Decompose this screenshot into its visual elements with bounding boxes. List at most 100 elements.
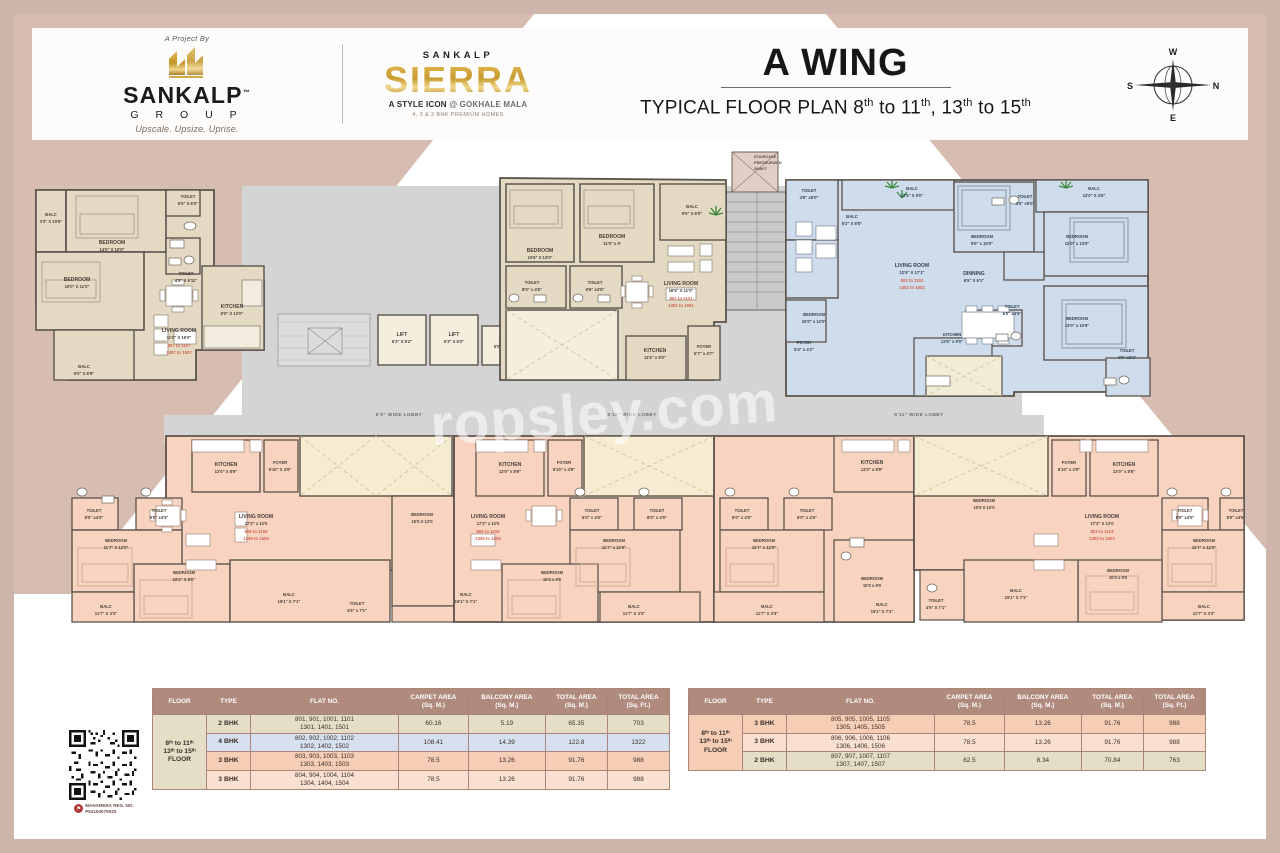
td-left-totalsqm-0: 65.35 [544, 714, 608, 734]
sankalp-tagline: Upscale. Upsize. Uprise. [135, 124, 239, 134]
u6-room-8-dim: 19'1" X 7'1" [278, 599, 301, 604]
u3l-room-4-name: TOILET [1229, 508, 1244, 513]
u1-room-2-dim: 10'0" X 11'0" [65, 284, 90, 289]
u5-room-5-dim: 11'7" x 12'0" [602, 545, 626, 550]
header-bar: A Project By SANKALP™ G R O U P Upscale [32, 28, 1248, 140]
u3l-room-10-dim: 4'6" X 7'1" [926, 605, 946, 610]
u1-room-7-name: BALC [78, 364, 90, 369]
u3-room-2-name: BEDROOM [803, 312, 825, 317]
td-right-totalsqft-0: 988 [1142, 714, 1207, 734]
u2-room-5-dim: 16'5" X 11'0" [669, 288, 694, 293]
th-right-floor: FLOOR [688, 688, 743, 715]
u3-room-0-name: TOILET [802, 188, 817, 193]
u3-room-5-name: TOILET [1018, 194, 1033, 199]
td-left-carpet-1: 108.41 [398, 732, 469, 753]
plant-icon-1 [708, 206, 724, 216]
u5-room-1-name: FOYER [557, 460, 571, 465]
u3-flat-range-1: 802 to 1102 [901, 278, 925, 283]
u3l-room-6-dim: 10'0 x 9'0 [1109, 575, 1128, 580]
td-left-carpet-2: 78.5 [398, 751, 469, 772]
td-right-totalsqm-1: 91.76 [1080, 732, 1144, 753]
rera-block: ⚑ MAHARERA REG. NO.P52100079020 [58, 730, 150, 814]
u5-room-2-dim: 17'2" x 12'0 [477, 521, 500, 526]
u3l-room-1-name: FOYER [1062, 460, 1076, 465]
u4-room-6-name: BALC [876, 602, 888, 607]
u3-room-7-name: BEDROOM [1066, 234, 1088, 239]
u2-room-3-dim: 8'0" x 4'5" [522, 287, 542, 292]
lift-1-name: LIFT [397, 332, 409, 338]
u3-room-8-dim: 13'0" x 10'6" [1065, 323, 1090, 328]
rera-text: MAHARERA REG. NO.P52100079020 [85, 803, 134, 814]
sankalp-wordmark: SANKALP™ [123, 82, 251, 108]
th-right-total-sqm: TOTAL AREA(Sq. M.) [1080, 688, 1144, 715]
u5-room-0-name: KITCHEN [499, 462, 522, 468]
u3l-room-5-name: BEDROOM [1193, 538, 1215, 543]
th-right-type: TYPE [742, 688, 787, 715]
td-left-balcony-2: 13.26 [467, 751, 546, 772]
u1-room-5-dim: 11'0" X 16'0" [167, 335, 192, 340]
u6-room-5-name: BEDROOM [105, 538, 127, 543]
u6-room-4-name: TOILET [152, 508, 167, 513]
lift-2-name: LIFT [449, 332, 461, 338]
th-right-balcony: BALCONY AREA(Sq. M.) [1003, 688, 1082, 715]
u3-room-14-dim: 5'4" x 4'2" [794, 347, 814, 352]
u5-room-8-dim: 19'1" X 7'1" [455, 599, 478, 604]
th-left-balcony: BALCONY AREA(Sq. M.) [467, 688, 546, 715]
u3-room-4-name: BEDROOM [971, 234, 993, 239]
floor-plan-drawing: STAIRCASE PRESSURIZED SHAFT LIFT 6'3" X … [14, 140, 1266, 685]
u3-room-8-name: BEDROOM [1066, 316, 1088, 321]
u3-room-6-dim: 12'0" X 4'5" [1083, 193, 1106, 198]
area-table-right: FLOOR TYPE FLAT NO. CARPET AREA(Sq. M.) … [688, 688, 1207, 772]
td-left-balcony-1: 14.39 [467, 732, 546, 753]
title-underline [720, 87, 951, 89]
u3l-room-5-dim: 11'7" x 12'0" [1192, 545, 1216, 550]
u4-room-4-dim: 10'0 x 9'0 [863, 583, 882, 588]
td-right-carpet-0: 78.5 [934, 714, 1005, 734]
sierra-subtitle: A STYLE ICON @ GOKHALE MALA [388, 100, 528, 109]
plant-icon-3 [1058, 180, 1074, 189]
u6-room-8-name: BALC [283, 592, 295, 597]
td-left-totalsqm-2: 91.76 [544, 751, 608, 772]
u3-room-14-name: FOYER [797, 340, 811, 345]
u5-room-4-name: TOILET [650, 508, 665, 513]
u2-flat-range-2: 1301 to 1501 [668, 303, 694, 308]
u3l-room-7-dim: 10'0 X 12'0 [973, 505, 995, 510]
th-right-flatno: FLAT NO. [786, 688, 935, 715]
u3-room-3-name: BALC [906, 186, 918, 191]
shaft-label-3: SHAFT [754, 166, 768, 171]
u3-room-7-dim: 12'0" x 13'0" [1065, 241, 1090, 246]
u4-room-4-name: BEDROOM [861, 576, 883, 581]
u4-room-6-dim: 15'1" X 7'1" [871, 609, 894, 614]
u3-room-11-dim: 6'0" x4'5" [1003, 311, 1022, 316]
u3-room-3-dim: 12'5" X 5'0" [901, 193, 924, 198]
u6-room-7-name: BALC [100, 604, 112, 609]
td-right-totalsqm-2: 70.84 [1080, 751, 1144, 772]
td-left-totalsqft-3: 988 [606, 770, 671, 790]
table-right-header-row: FLOOR TYPE FLAT NO. CARPET AREA(Sq. M.) … [688, 688, 1207, 715]
td-right-totalsqm-0: 91.76 [1080, 714, 1144, 734]
th-left-type: TYPE [206, 688, 251, 715]
u5-room-0-dim: 12'0" x 8'6" [499, 469, 521, 474]
u3l-room-2-dim: 17'2" X 12'0 [1090, 521, 1114, 526]
header-divider [342, 44, 343, 124]
u3-room-9-dim: 6'5" X 9'1" [964, 278, 984, 283]
u3-room-6-name: BALC [1088, 186, 1100, 191]
td-left-balcony-0: 5.19 [467, 714, 546, 734]
th-left-total-sqft: TOTAL AREA(Sq. Ft.) [606, 688, 671, 715]
u1-room-0-name: BALC [45, 212, 57, 217]
td-right-type-1: 3 BHK [742, 732, 787, 753]
u4-room-1-name: TOILET [735, 508, 750, 513]
u1-room-3-name: TOILET [181, 194, 196, 199]
u3-room-12-name: TOILET [1120, 348, 1135, 353]
u6-room-4-dim: 8'0" x4'5" [150, 515, 169, 520]
u3l-room-8-dim: 15'1" X 7'1" [1005, 595, 1028, 600]
th-left-floor: FLOOR [152, 688, 207, 715]
